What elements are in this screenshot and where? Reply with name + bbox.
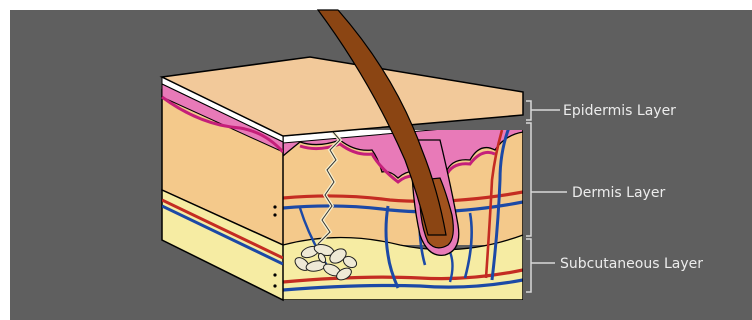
left-dot bbox=[273, 284, 276, 287]
left-dot bbox=[273, 205, 276, 208]
epidermis-bracket bbox=[526, 101, 560, 120]
left-dot bbox=[273, 213, 276, 216]
dermis-bracket bbox=[526, 123, 567, 236]
subcutaneous-bracket bbox=[526, 239, 555, 292]
subcutaneous-label: Subcutaneous Layer bbox=[560, 256, 703, 272]
dermis-label: Dermis Layer bbox=[572, 185, 665, 201]
epidermis-label: Epidermis Layer bbox=[563, 103, 676, 119]
left-dot bbox=[273, 273, 276, 276]
